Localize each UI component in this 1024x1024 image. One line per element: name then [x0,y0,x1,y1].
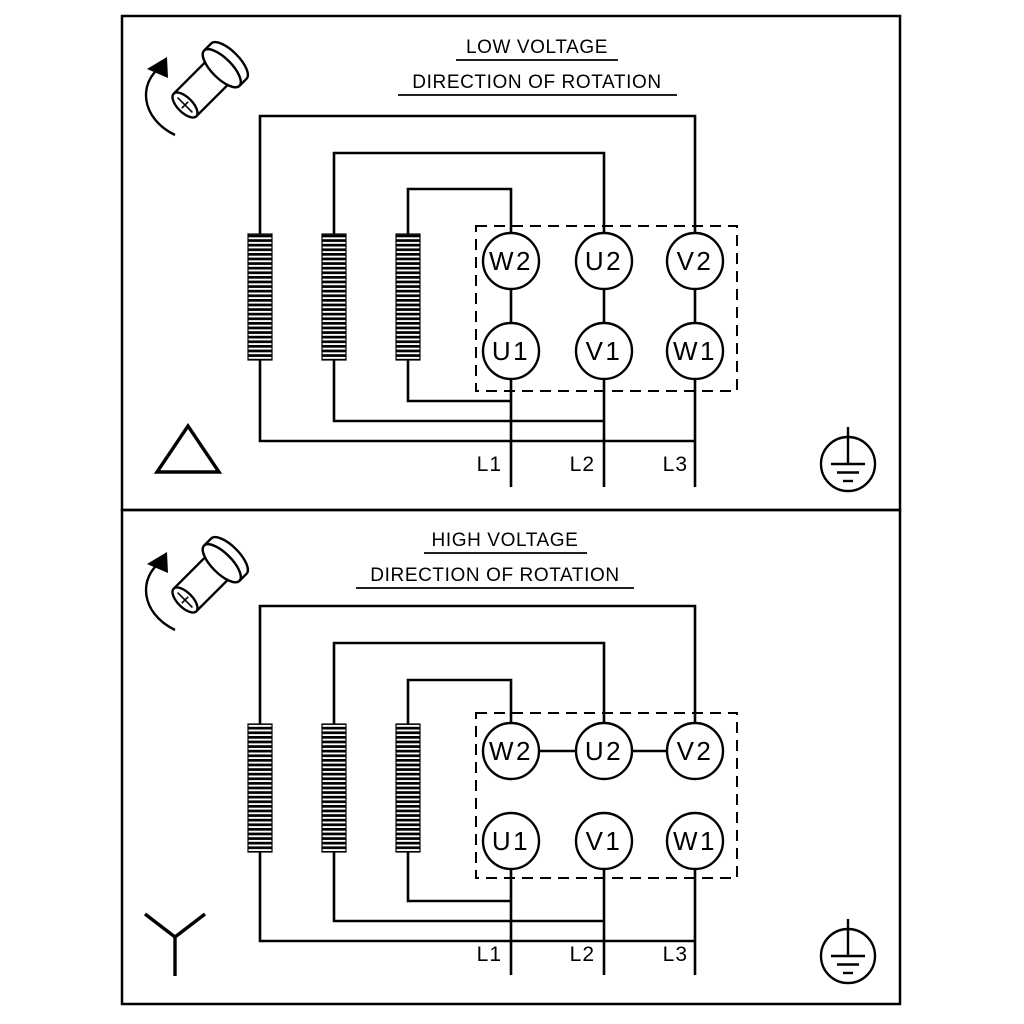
hv-wire-coil2-to-u2 [332,641,606,724]
hv-terminal-label-u1: U1 [492,826,530,856]
hv-terminal-label-w1: W1 [673,826,717,856]
lv-terminal-label-v1: V1 [586,336,623,366]
earth-ground-icon [819,917,877,985]
hv-wire-coil1-to-v2 [258,604,697,724]
lv-terminal-u2 [574,231,634,291]
lv-wire-coil1-to-w1 [258,360,695,443]
lv-wire-coil2-to-v1 [332,360,604,423]
lv-winding-coil-2 [321,233,347,361]
hv-winding-coil-3 [395,723,421,853]
hv-lead-label-l1: L1 [477,943,502,966]
star-connection-icon [143,912,207,976]
lv-lead-label-l2: L2 [570,453,595,476]
lv-terminal-label-u2: U2 [585,246,623,276]
hv-terminal-u1 [481,811,541,871]
lv-panel-title: LOW VOLTAGE [466,37,608,58]
hv-wire-coil3-to-u1 [406,852,511,903]
hv-terminal-label-u2: U2 [585,736,623,766]
lv-terminal-u1 [481,321,541,381]
hv-wire-coil1-to-w1 [258,852,695,943]
lv-lead-label-l3: L3 [663,453,688,476]
hv-terminal-label-v2: V2 [677,736,714,766]
lv-terminal-label-w2: W2 [489,246,533,276]
hv-panel-subtitle: DIRECTION OF ROTATION [370,565,619,586]
hv-terminal-v1 [574,811,634,871]
lv-wire-coil3-to-u1 [406,360,511,403]
low-voltage-panel: LOW VOLTAGE DIRECTION OF ROTATION [120,14,902,512]
hv-lead-label-l3: L3 [663,943,688,966]
lv-wire-coil2-to-u2 [332,151,606,234]
motor-rotation-icon [144,35,255,137]
lv-terminal-label-w1: W1 [673,336,717,366]
lv-panel-subtitle: DIRECTION OF ROTATION [412,72,661,93]
lv-wire-coil3-to-w2 [406,187,513,234]
lv-terminal-board [475,225,738,392]
lv-wire-coil1-to-v2 [258,114,697,234]
lv-winding-coil-3 [395,233,421,361]
lv-terminal-label-v2: V2 [677,246,714,276]
lv-terminal-w1 [665,321,725,381]
hv-winding-coil-2 [321,723,347,853]
lv-terminal-label-u1: U1 [492,336,530,366]
lv-terminal-v2 [665,231,725,291]
earth-ground-icon [819,425,877,493]
hv-terminal-w1 [665,811,725,871]
hv-panel-border [120,508,902,1006]
hv-terminal-u2 [574,721,634,781]
lv-winding-coil-1 [247,233,273,361]
hv-wire-coil2-to-v1 [332,852,604,923]
hv-winding-coil-1 [247,723,273,853]
lv-terminal-v1 [574,321,634,381]
delta-connection-icon [153,422,223,474]
hv-lead-label-l2: L2 [570,943,595,966]
high-voltage-panel: HIGH VOLTAGE DIRECTION OF ROTATION [120,508,902,1006]
motor-rotation-icon [144,530,255,632]
hv-wire-coil3-to-w2 [406,678,513,724]
hv-panel-title: HIGH VOLTAGE [432,530,579,551]
hv-terminal-w2 [481,721,541,781]
lv-terminal-w2 [481,231,541,291]
hv-terminal-v2 [665,721,725,781]
hv-terminal-label-v1: V1 [586,826,623,856]
lv-lead-label-l1: L1 [477,453,502,476]
hv-terminal-board [475,712,738,879]
hv-terminal-label-w2: W2 [489,736,533,766]
